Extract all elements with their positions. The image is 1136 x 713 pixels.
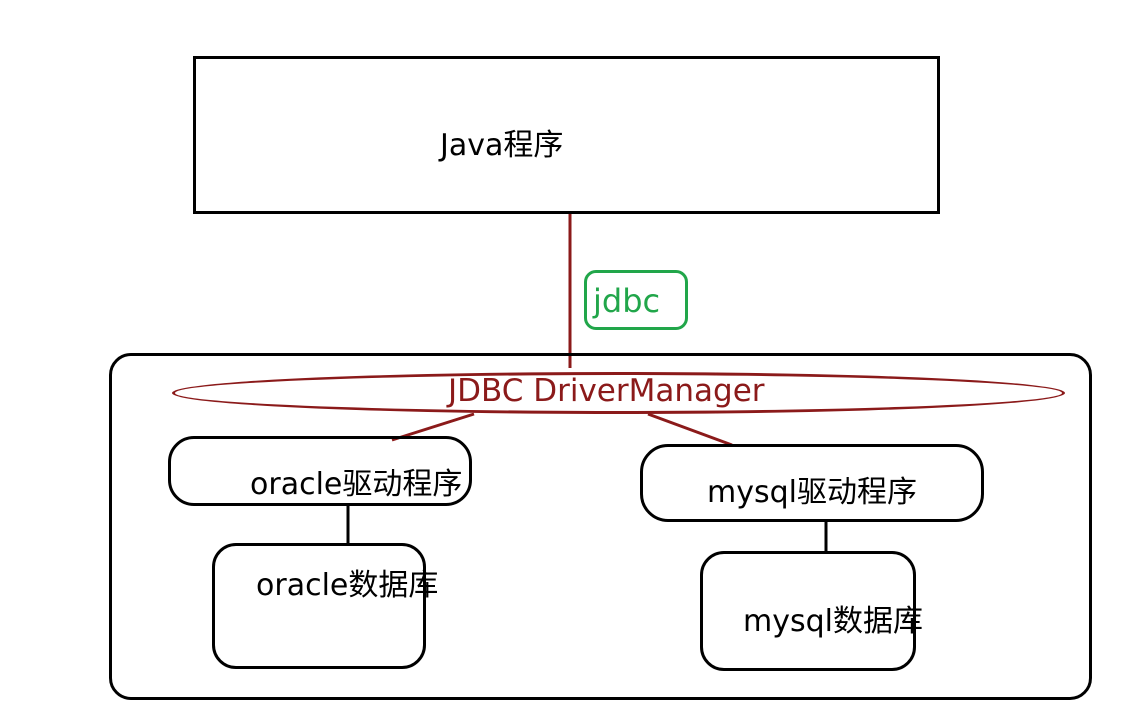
java-program-box [193, 56, 940, 214]
manager-to-mysql-driver-line [647, 412, 733, 447]
manager-to-oracle-driver-line [391, 412, 475, 442]
jdbc-label: jdbc [593, 282, 661, 320]
oracle-db-box [212, 543, 426, 669]
oracle-driver-box [168, 436, 472, 506]
mysql-driver-label: mysql驱动程序 [707, 475, 917, 510]
java-program-label: Java程序 [440, 128, 564, 163]
mysql-db-box [700, 551, 916, 671]
oracle-db-label: oracle数据库 [256, 568, 439, 603]
driver-manager-ellipse [172, 372, 1065, 414]
jdbc-container-box [109, 353, 1092, 700]
mysql-db-label: mysql数据库 [743, 604, 923, 639]
driver-manager-label: JDBC DriverManager [448, 373, 765, 409]
oracle-driver-label: oracle驱动程序 [250, 467, 463, 502]
mysql-driver-box [640, 444, 984, 522]
jdbc-tag [584, 270, 688, 330]
